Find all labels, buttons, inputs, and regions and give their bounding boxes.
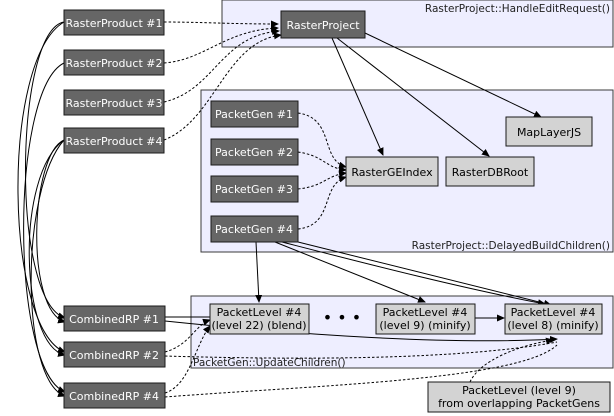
node-combined-rp-2[interactable]: CombinedRP #2 — [63, 341, 166, 368]
node-label-line2: (level 8) (minify) — [507, 319, 598, 332]
node-label: CombinedRP #1 — [69, 313, 159, 326]
node-packet-level-22[interactable]: PacketLevel #4 (level 22) (blend) — [209, 303, 310, 335]
node-label: RasterProduct #1 — [66, 17, 163, 30]
node-label: PacketGen #2 — [215, 146, 293, 159]
node-label: RasterProject — [286, 19, 360, 32]
cluster-label-delayed-build: RasterProject::DelayedBuildChildren() — [412, 240, 610, 252]
edges-packetgen4-to-levels — [255, 239, 552, 307]
node-raster-project[interactable]: RasterProject — [280, 10, 366, 39]
node-label: RasterDBRoot — [452, 166, 529, 179]
node-raster-product-1[interactable]: RasterProduct #1 — [63, 9, 165, 36]
node-raster-db-root[interactable]: RasterDBRoot — [445, 156, 535, 187]
node-packet-gen-1[interactable]: PacketGen #1 — [210, 100, 299, 128]
node-label-line2: (level 9) (minify) — [379, 319, 470, 332]
edges-project-outputs — [331, 32, 542, 157]
node-raster-product-3[interactable]: RasterProduct #3 — [63, 89, 165, 116]
edges-packetgens-to-index — [297, 112, 347, 230]
node-label-line2: (level 22) (blend) — [211, 319, 306, 332]
edges-products-to-project — [163, 20, 282, 141]
node-packet-level-8[interactable]: PacketLevel #4 (level 8) (minify) — [504, 303, 603, 335]
node-label: CombinedRP #4 — [69, 390, 159, 403]
node-raster-product-4[interactable]: RasterProduct #4 — [63, 127, 165, 154]
node-packet-gen-3[interactable]: PacketGen #3 — [210, 175, 299, 203]
node-label: RasterGEIndex — [351, 166, 433, 179]
node-combined-rp-4[interactable]: CombinedRP #4 — [63, 382, 166, 409]
node-label: PacketGen #4 — [215, 223, 293, 236]
node-raster-product-2[interactable]: RasterProduct #2 — [63, 49, 165, 76]
node-label: MapLayerJS — [517, 126, 581, 139]
node-raster-ge-index[interactable]: RasterGEIndex — [345, 156, 439, 187]
ellipsis-dots: • • • — [323, 308, 361, 327]
node-label-line1: PacketLevel #4 — [511, 306, 596, 319]
node-label: PacketGen #1 — [215, 108, 293, 121]
node-label: CombinedRP #2 — [69, 349, 159, 362]
node-label: RasterProduct #2 — [66, 57, 163, 70]
node-label-line1: PacketLevel #4 — [383, 306, 468, 319]
node-label-line1: PacketLevel #4 — [217, 306, 302, 319]
node-label: PacketGen #3 — [215, 183, 293, 196]
node-packet-level-9[interactable]: PacketLevel #4 (level 9) (minify) — [375, 303, 476, 335]
node-packet-gen-4[interactable]: PacketGen #4 — [210, 215, 299, 243]
node-label: RasterProduct #3 — [66, 97, 163, 110]
cluster-label-handle-edit: RasterProject::HandleEditRequest() — [425, 3, 610, 15]
node-label: RasterProduct #4 — [66, 135, 163, 148]
node-map-layer-js[interactable]: MapLayerJS — [505, 116, 593, 147]
node-packet-gen-2[interactable]: PacketGen #2 — [210, 138, 299, 166]
ellipsis-text: • • • — [323, 308, 361, 327]
cluster-label-update-children: PacketGen::UpdateChildren() — [193, 357, 346, 369]
node-label-line1: PacketLevel (level 9) — [462, 384, 576, 397]
node-label-line2: from overlapping PacketGens — [438, 397, 600, 410]
node-combined-rp-1[interactable]: CombinedRP #1 — [63, 305, 166, 332]
node-packet-level-overlap[interactable]: PacketLevel (level 9) from overlapping P… — [427, 381, 611, 413]
edges-products-to-combined — [17, 21, 66, 397]
